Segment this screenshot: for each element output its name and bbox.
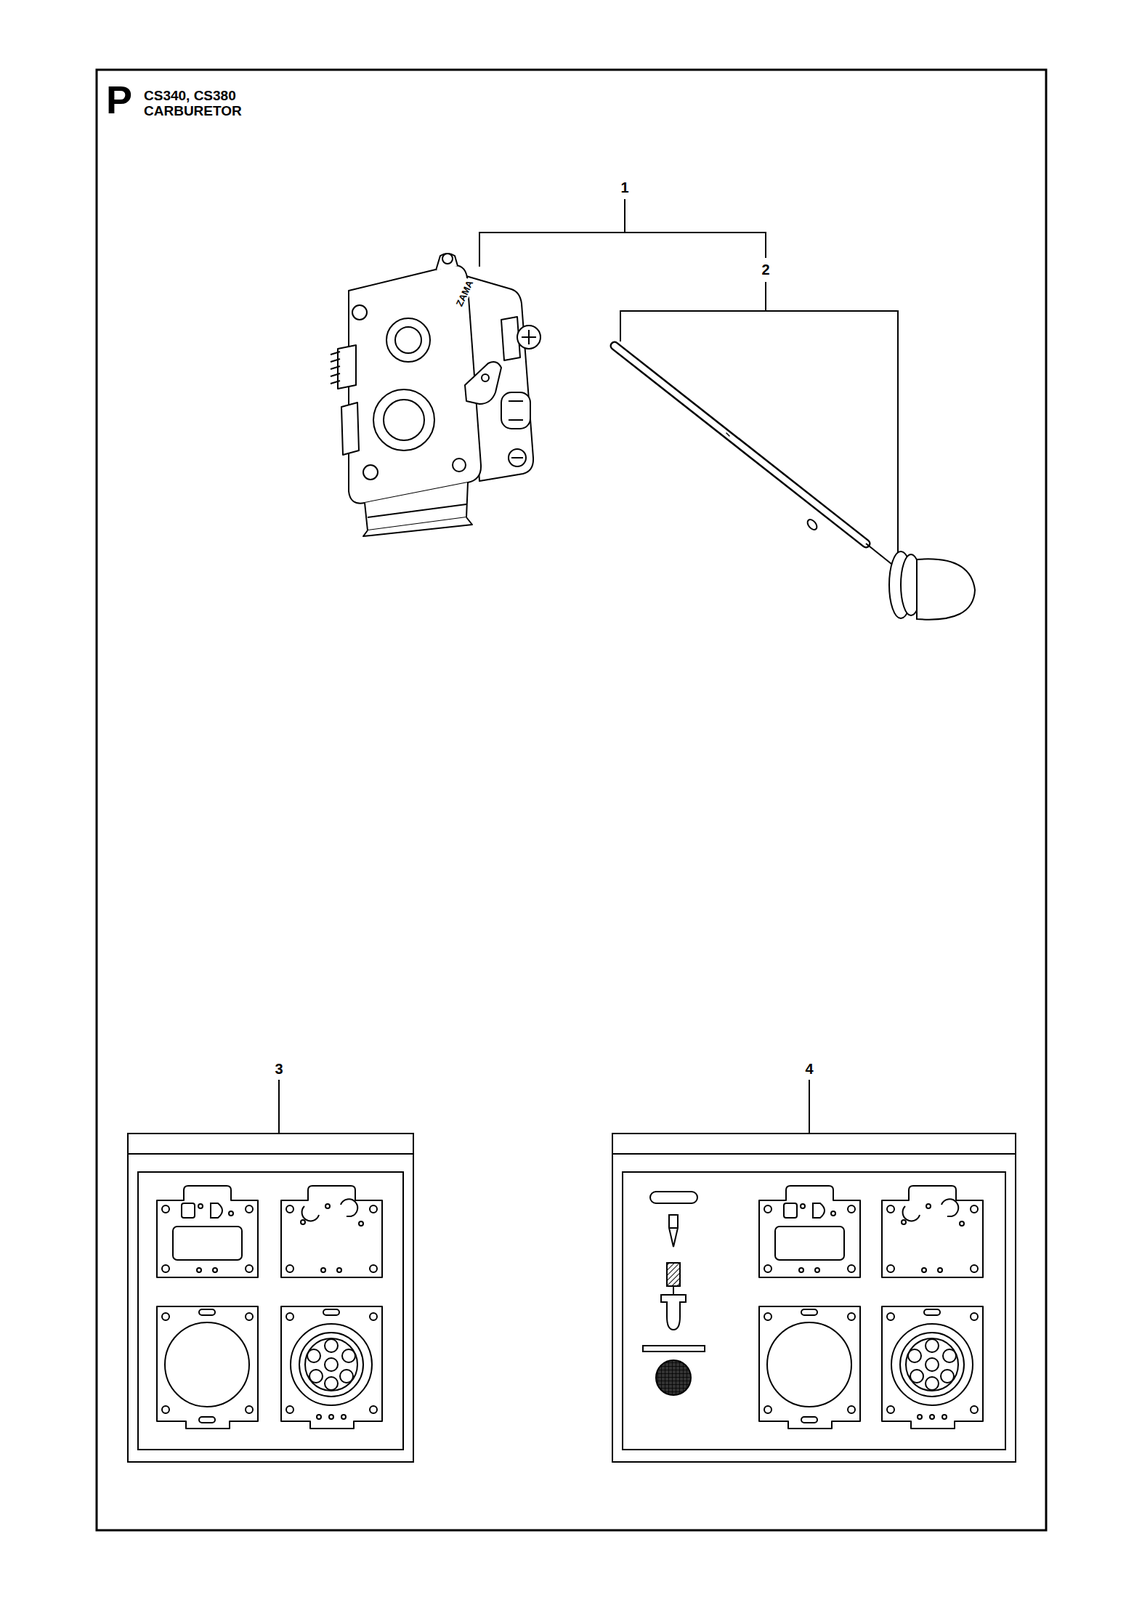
callout-number: 1: [618, 179, 630, 196]
callout-number: 3: [273, 1060, 285, 1077]
title-text: CS340, CS380 CARBURETOR: [143, 88, 253, 119]
section-letter: P: [106, 79, 133, 120]
callout-number: 4: [803, 1060, 815, 1077]
callout-number: 2: [759, 261, 771, 278]
